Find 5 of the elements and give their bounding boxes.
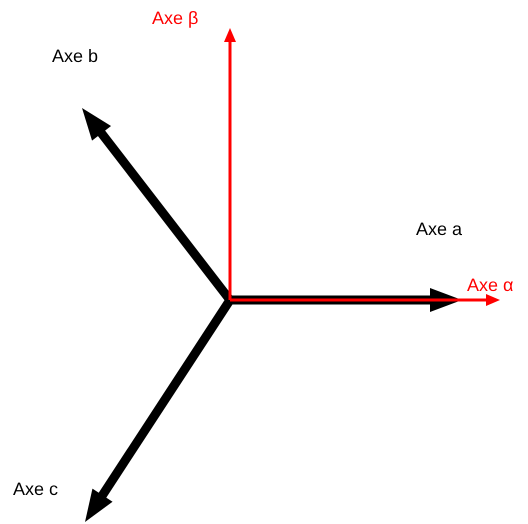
axis-label: Axe α [467, 276, 514, 294]
axis-label: Axe a [416, 220, 462, 238]
axis-label: Axe b [52, 47, 98, 65]
axis-label: Axe β [152, 9, 198, 27]
axis-label: Axe c [13, 480, 58, 498]
